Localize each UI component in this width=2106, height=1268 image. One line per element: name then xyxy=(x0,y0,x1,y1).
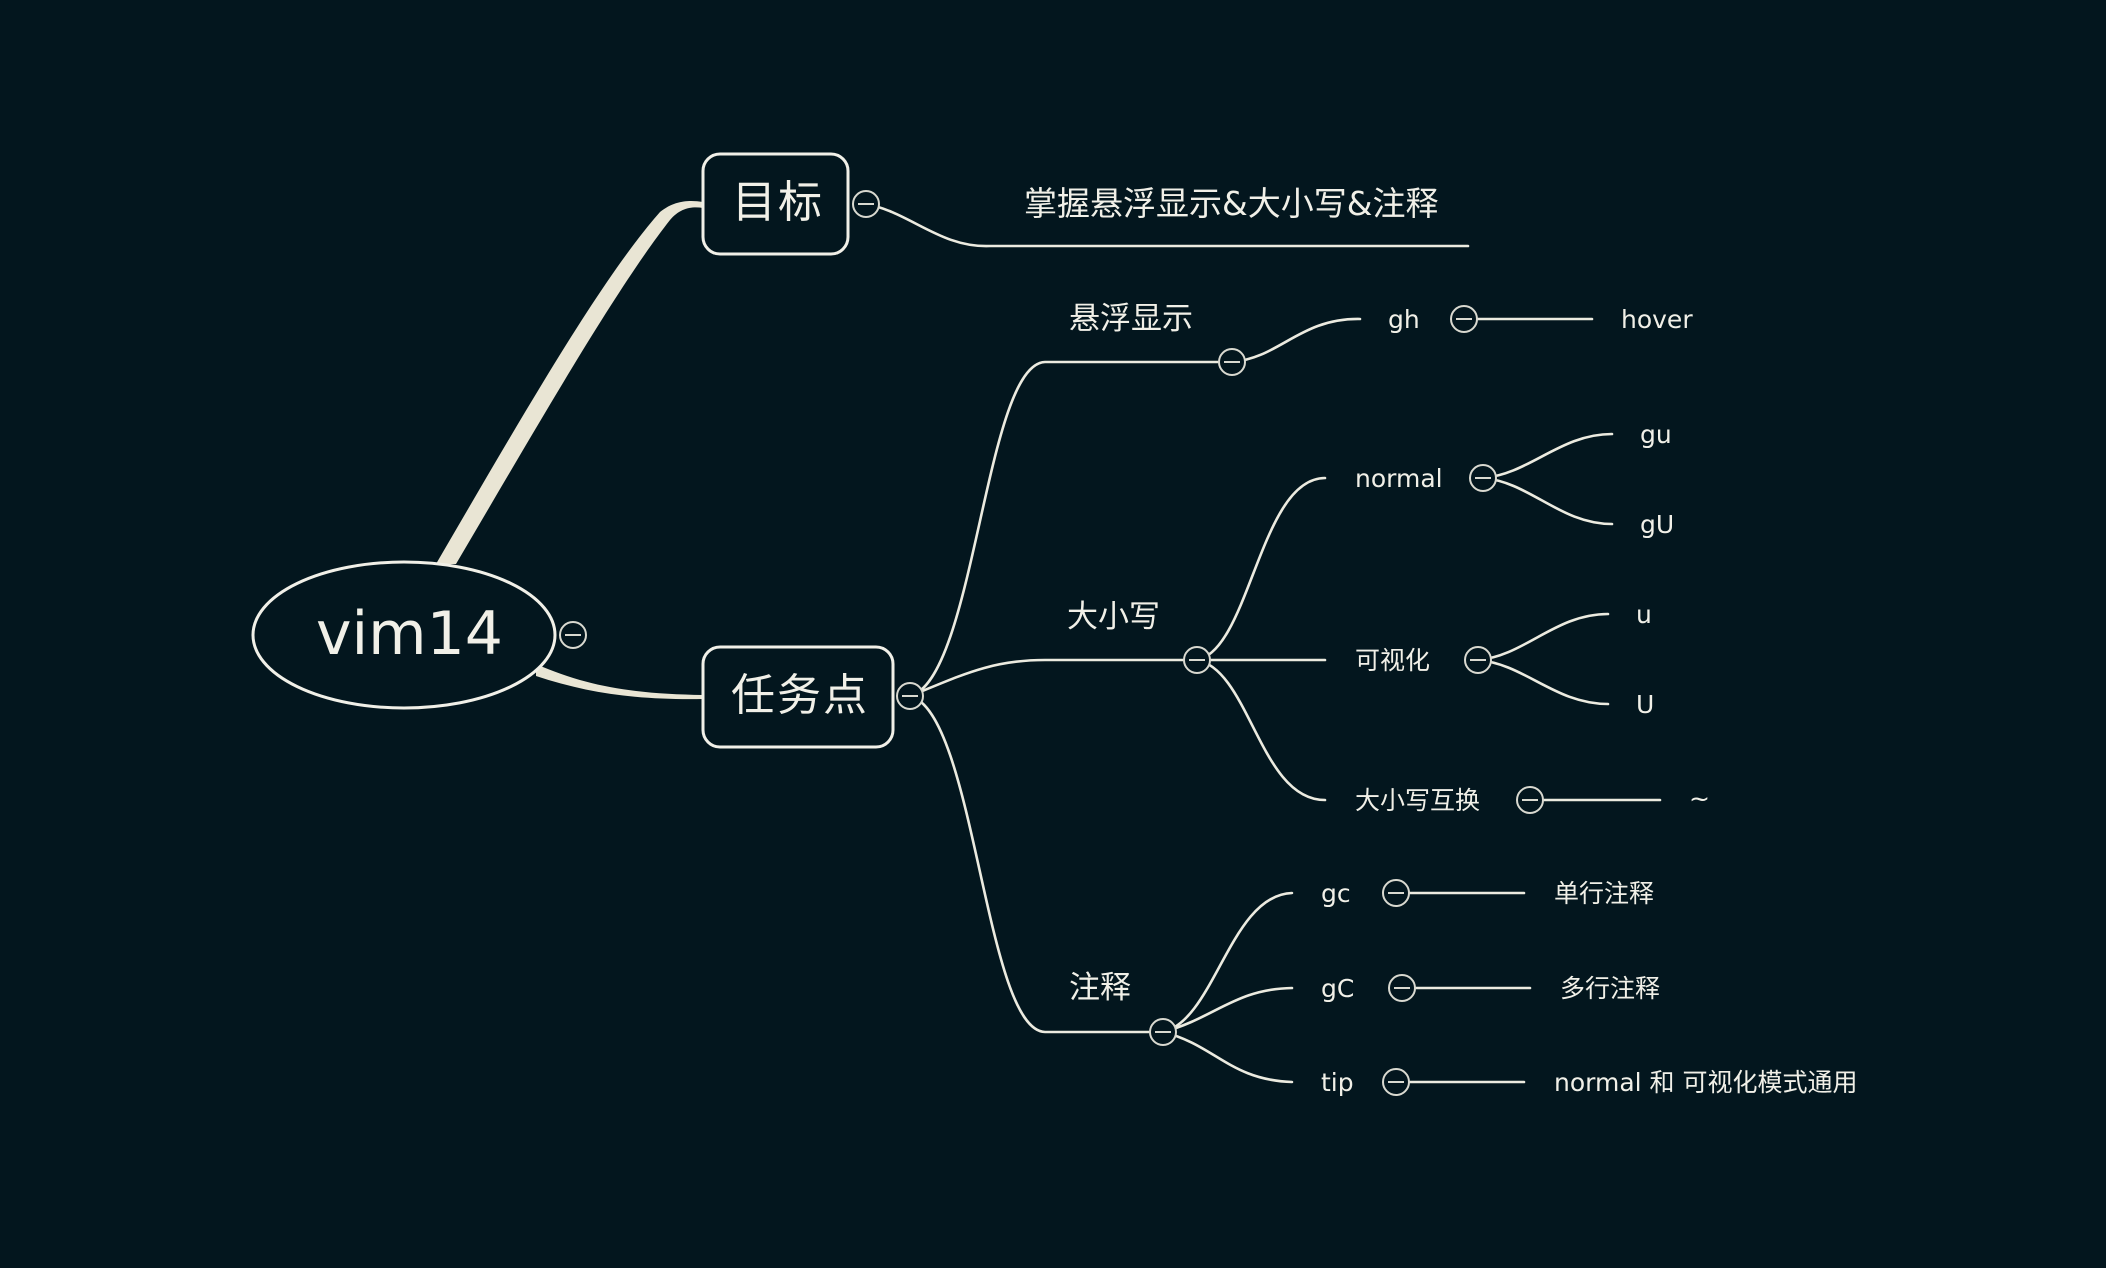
swap-collapse-icon[interactable] xyxy=(1516,786,1544,814)
tasks-node[interactable] xyxy=(701,645,895,749)
comment-collapse-icon[interactable] xyxy=(1149,1018,1177,1046)
gc-label: gc xyxy=(1321,879,1351,908)
case-label: 大小写 xyxy=(1067,599,1160,635)
connector-visual-u xyxy=(1476,612,1610,662)
goal-node[interactable] xyxy=(701,152,850,256)
tasks-collapse-icon[interactable] xyxy=(896,682,924,710)
connector-normal-gU xyxy=(1481,476,1614,526)
gu-label: gu xyxy=(1640,420,1672,449)
U-label: U xyxy=(1636,690,1655,719)
normal-collapse-icon[interactable] xyxy=(1469,464,1497,492)
hover-label: 悬浮显示 xyxy=(1069,301,1193,337)
connector-tasks-hover xyxy=(908,360,1234,698)
gU-label: gU xyxy=(1640,510,1675,539)
hover-desc: hover xyxy=(1621,305,1693,334)
gh-label: gh xyxy=(1388,305,1420,334)
connector-goal-underline xyxy=(864,202,1470,248)
gC-collapse-icon[interactable] xyxy=(1388,974,1416,1002)
gc-desc: 单行注释 xyxy=(1554,879,1655,908)
root-collapse-icon[interactable] xyxy=(559,621,587,649)
goal-label: 目标 xyxy=(732,177,824,228)
tilde-label: ~ xyxy=(1689,784,1710,813)
root-node[interactable] xyxy=(251,560,557,710)
visual-label: 可视化 xyxy=(1355,646,1431,675)
connector-tasks-case xyxy=(908,658,1199,698)
tip-label: tip xyxy=(1321,1068,1354,1097)
branch-root-to-goal xyxy=(436,201,703,564)
gh-collapse-icon[interactable] xyxy=(1450,305,1478,333)
comment-label: 注释 xyxy=(1069,970,1131,1006)
swap-label: 大小写互换 xyxy=(1355,786,1481,815)
root-label: vim14 xyxy=(316,599,503,669)
hover-collapse-icon[interactable] xyxy=(1218,348,1246,376)
visual-collapse-icon[interactable] xyxy=(1464,646,1492,674)
goal-text: 掌握悬浮显示&大小写&注释 xyxy=(1024,184,1439,223)
connector-visual-U xyxy=(1476,658,1610,706)
connector-normal-gu xyxy=(1481,432,1614,480)
tasks-label: 任务点 xyxy=(731,670,869,721)
u-label: u xyxy=(1636,600,1652,629)
goal-collapse-icon[interactable] xyxy=(852,190,880,218)
connector-comment-gC xyxy=(1161,986,1294,1034)
gC-label: gC xyxy=(1321,974,1355,1003)
connector-case-swap xyxy=(1195,658,1327,802)
connector-comment-tip xyxy=(1161,1030,1294,1084)
tip-desc: normal 和 可视化模式通用 xyxy=(1554,1068,1858,1097)
case-collapse-icon[interactable] xyxy=(1183,646,1211,674)
gc-collapse-icon[interactable] xyxy=(1382,879,1410,907)
branch-root-to-tasks xyxy=(536,664,703,700)
connector-case-normal xyxy=(1195,476,1327,662)
normal-label: normal xyxy=(1355,464,1443,493)
connector-tasks-comment xyxy=(908,694,1165,1034)
connector-hover-gh xyxy=(1230,317,1362,364)
gC-desc: 多行注释 xyxy=(1560,974,1661,1003)
tip-collapse-icon[interactable] xyxy=(1382,1068,1410,1096)
connector-comment-gc xyxy=(1161,891,1294,1034)
